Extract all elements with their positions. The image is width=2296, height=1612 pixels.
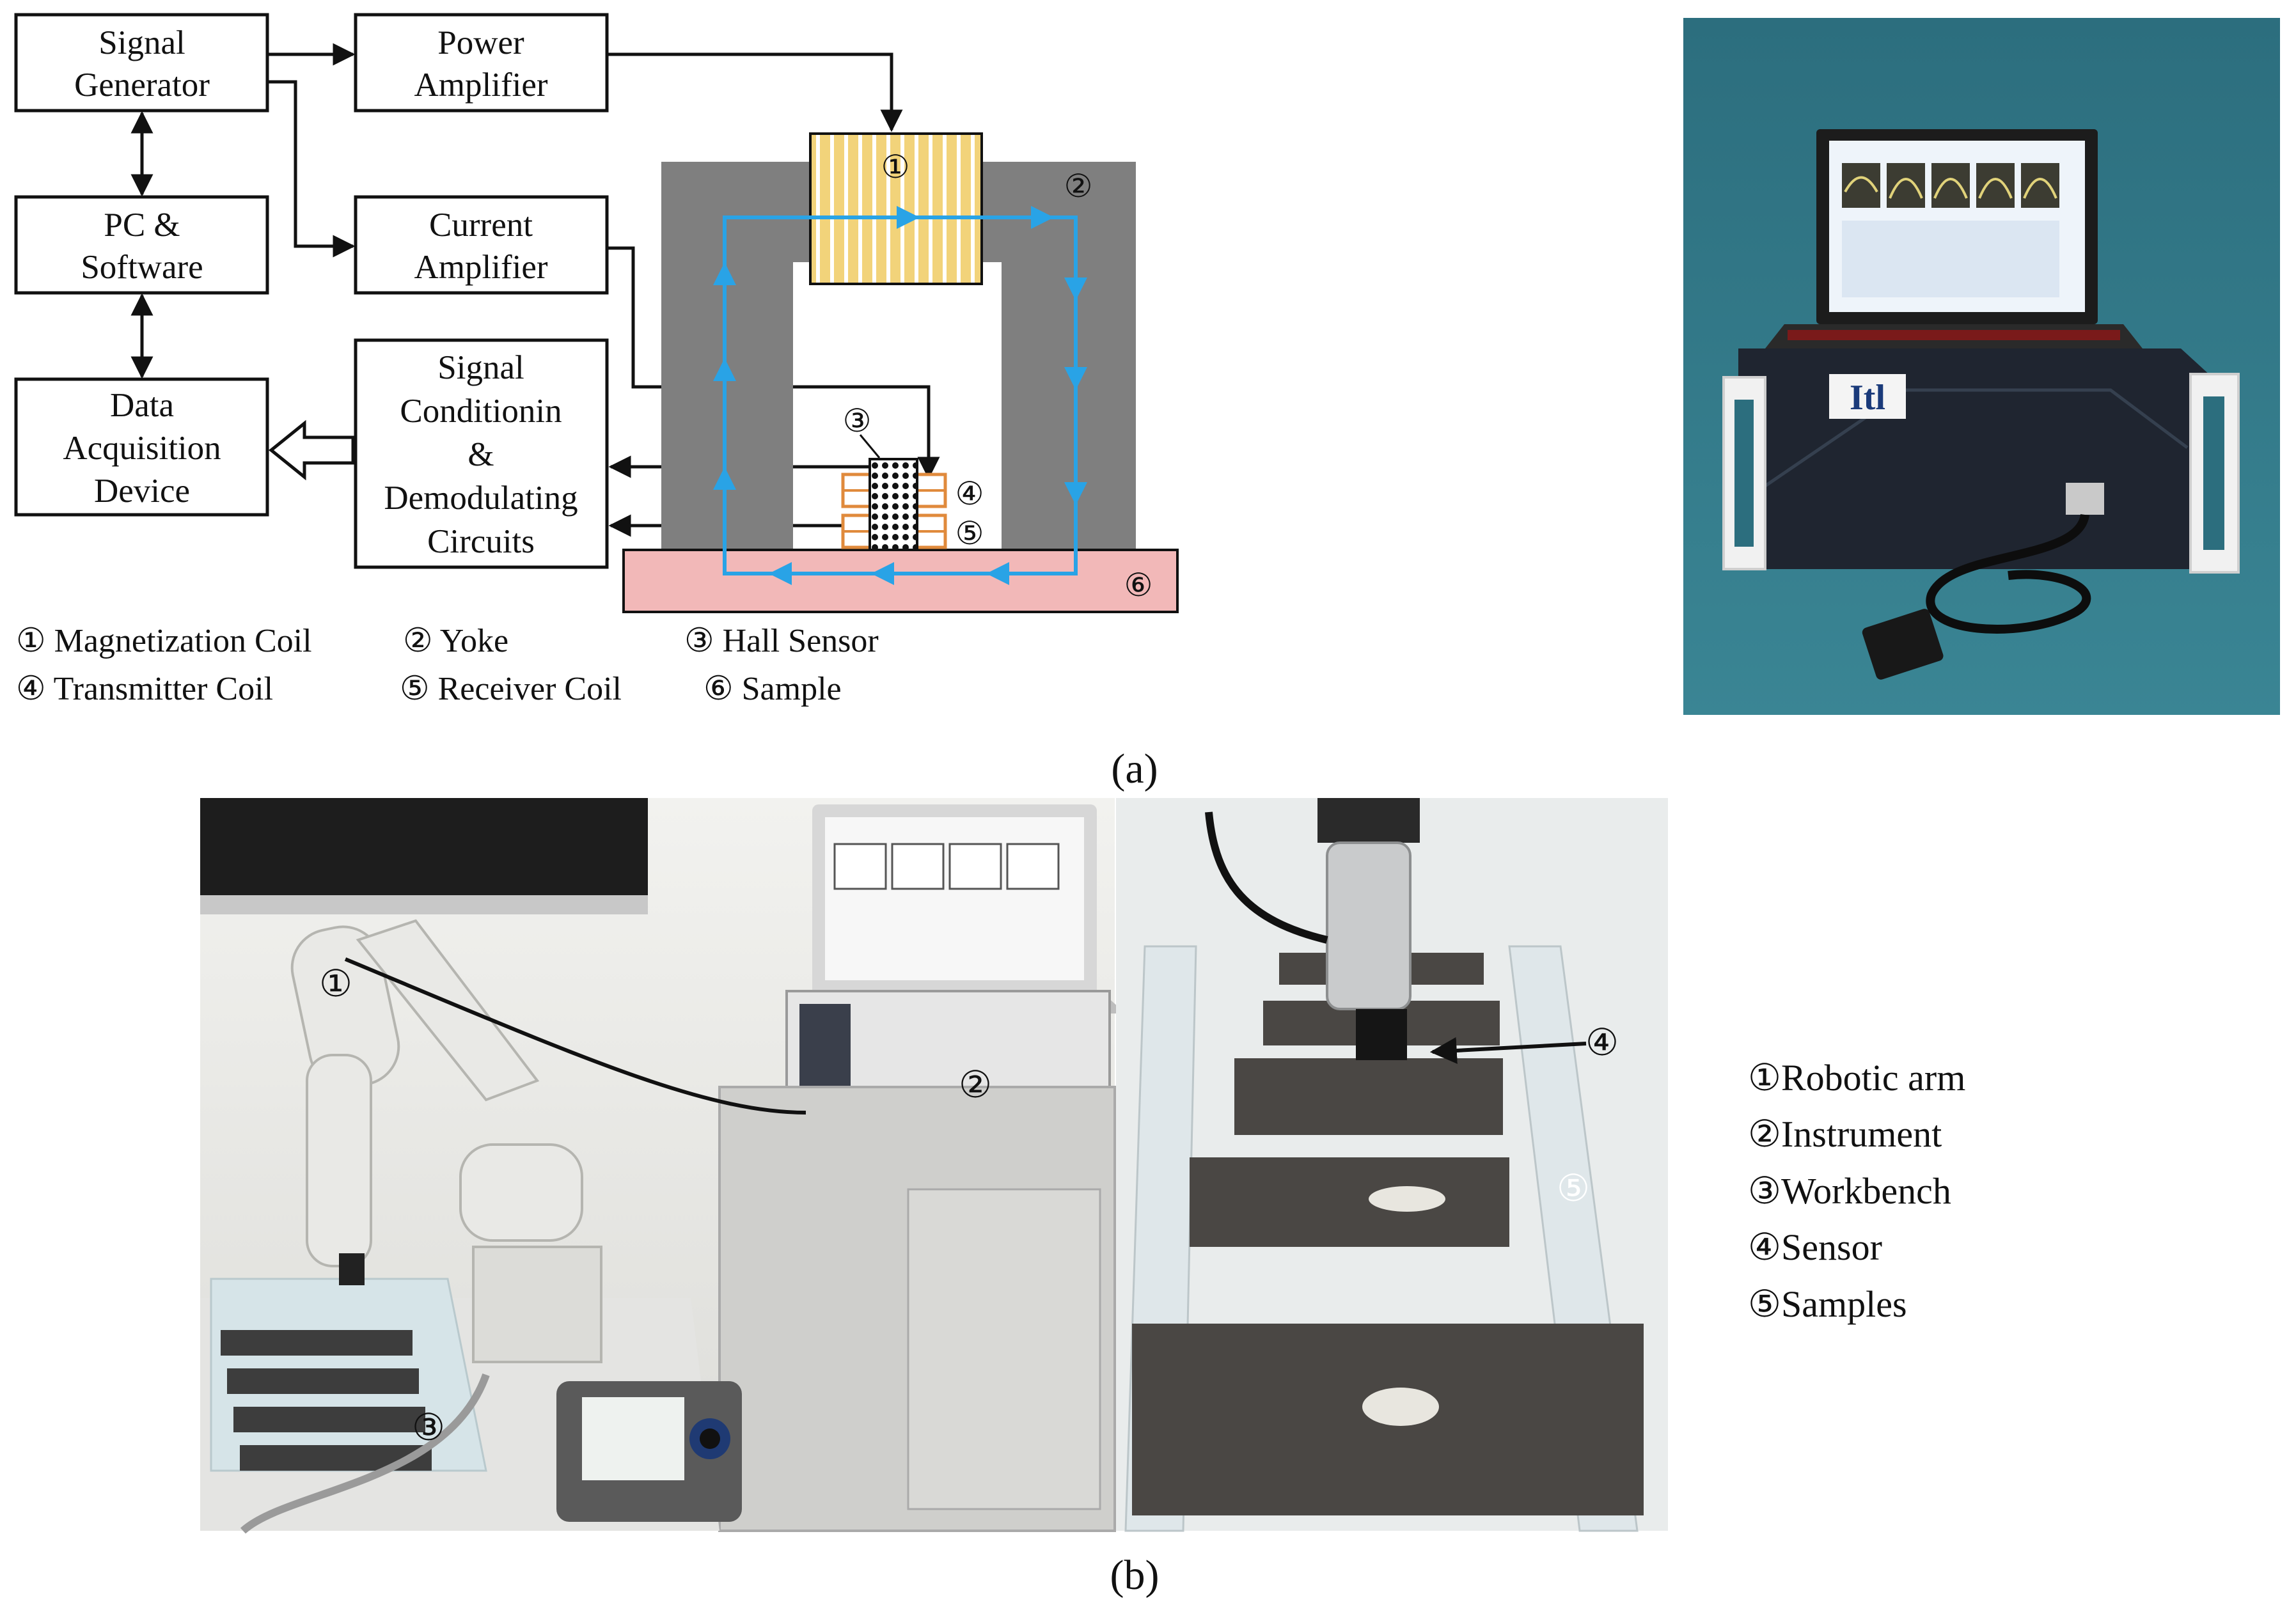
panel-a-diagram: Signal Generator Power Amplifier PC & So… <box>14 13 1179 707</box>
svg-text:Generator: Generator <box>74 67 210 104</box>
svg-text:③: ③ <box>412 1407 445 1448</box>
svg-text:⑤Samples: ⑤Samples <box>1748 1283 1907 1325</box>
svg-text:Circuits: Circuits <box>427 523 535 560</box>
sample <box>622 549 1179 613</box>
svg-text:③: ③ <box>843 403 872 439</box>
svg-text:Signal: Signal <box>98 24 185 61</box>
component-markers: ① ② ③ ④ ⑤ ⑥ <box>843 149 1153 603</box>
svg-text:① Magnetization Coil: ① Magnetization Coil <box>16 623 312 659</box>
svg-text:Amplifier: Amplifier <box>414 249 548 286</box>
svg-text:Conditionin: Conditionin <box>400 393 562 430</box>
svg-text:⑤: ⑤ <box>955 515 984 551</box>
svg-text:③ Hall Sensor: ③ Hall Sensor <box>684 623 879 659</box>
power-amplifier-block: Power Amplifier <box>354 13 609 113</box>
data-acquisition-block: Data Acquisition Device <box>14 377 269 517</box>
hall-sensor-leader <box>859 434 881 458</box>
legend-b: ①Robotic arm ②Instrument ③Workbench ④Sen… <box>1748 1057 1965 1325</box>
legend-a: ① Magnetization Coil ② Yoke ③ Hall Senso… <box>16 623 879 707</box>
svg-text:②Instrument: ②Instrument <box>1748 1113 1942 1155</box>
signal-conditioning-block: Signal Conditionin & Demodulating Circui… <box>354 338 609 569</box>
svg-text:④: ④ <box>955 476 984 512</box>
svg-text:②: ② <box>1064 168 1093 204</box>
svg-text:Amplifier: Amplifier <box>414 67 548 104</box>
svg-text:Signal: Signal <box>437 349 524 386</box>
svg-text:③Workbench: ③Workbench <box>1748 1170 1951 1212</box>
instrument-photo: Itl <box>1683 18 2280 715</box>
svg-text:⑤ Receiver Coil: ⑤ Receiver Coil <box>400 671 622 707</box>
svg-text:②: ② <box>959 1064 992 1106</box>
svg-text:①: ① <box>881 149 910 185</box>
caption-b: (b) <box>1110 1552 1160 1599</box>
pc-software-block: PC & Software <box>14 195 269 295</box>
svg-text:Power: Power <box>437 24 524 61</box>
svg-text:PC &: PC & <box>104 207 180 244</box>
hall-sensor <box>869 458 918 551</box>
svg-text:Demodulating: Demodulating <box>384 480 578 517</box>
svg-text:⑥: ⑥ <box>1124 567 1153 603</box>
svg-text:①Robotic arm: ①Robotic arm <box>1748 1057 1965 1099</box>
current-amplifier-block: Current Amplifier <box>354 195 609 295</box>
svg-text:④Sensor: ④Sensor <box>1748 1226 1882 1268</box>
svg-text:④: ④ <box>1585 1022 1619 1063</box>
signal-generator-block: Signal Generator <box>14 13 269 113</box>
flux-path <box>713 206 1087 585</box>
caption-a: (a) <box>1111 746 1158 792</box>
lab-photo-right: ④ ⑤ <box>1116 798 1668 1532</box>
svg-text:④ Transmitter Coil: ④ Transmitter Coil <box>16 671 273 707</box>
svg-text:Device: Device <box>94 473 190 510</box>
yoke <box>661 162 1136 550</box>
svg-text:Software: Software <box>81 249 203 286</box>
svg-text:⑤: ⑤ <box>1557 1168 1590 1209</box>
svg-text:Acquisition: Acquisition <box>63 430 221 467</box>
svg-text:② Yoke: ② Yoke <box>403 623 508 659</box>
magnetization-coil <box>809 132 983 285</box>
svg-text:&: & <box>468 436 494 473</box>
svg-text:Data: Data <box>110 387 174 424</box>
svg-text:①: ① <box>319 963 352 1005</box>
lab-photo-left: ① ② ③ <box>200 798 1126 1534</box>
svg-text:⑥ Sample: ⑥ Sample <box>704 671 842 707</box>
svg-text:Current: Current <box>429 207 533 244</box>
svg-text:Itl: Itl <box>1850 378 1885 418</box>
